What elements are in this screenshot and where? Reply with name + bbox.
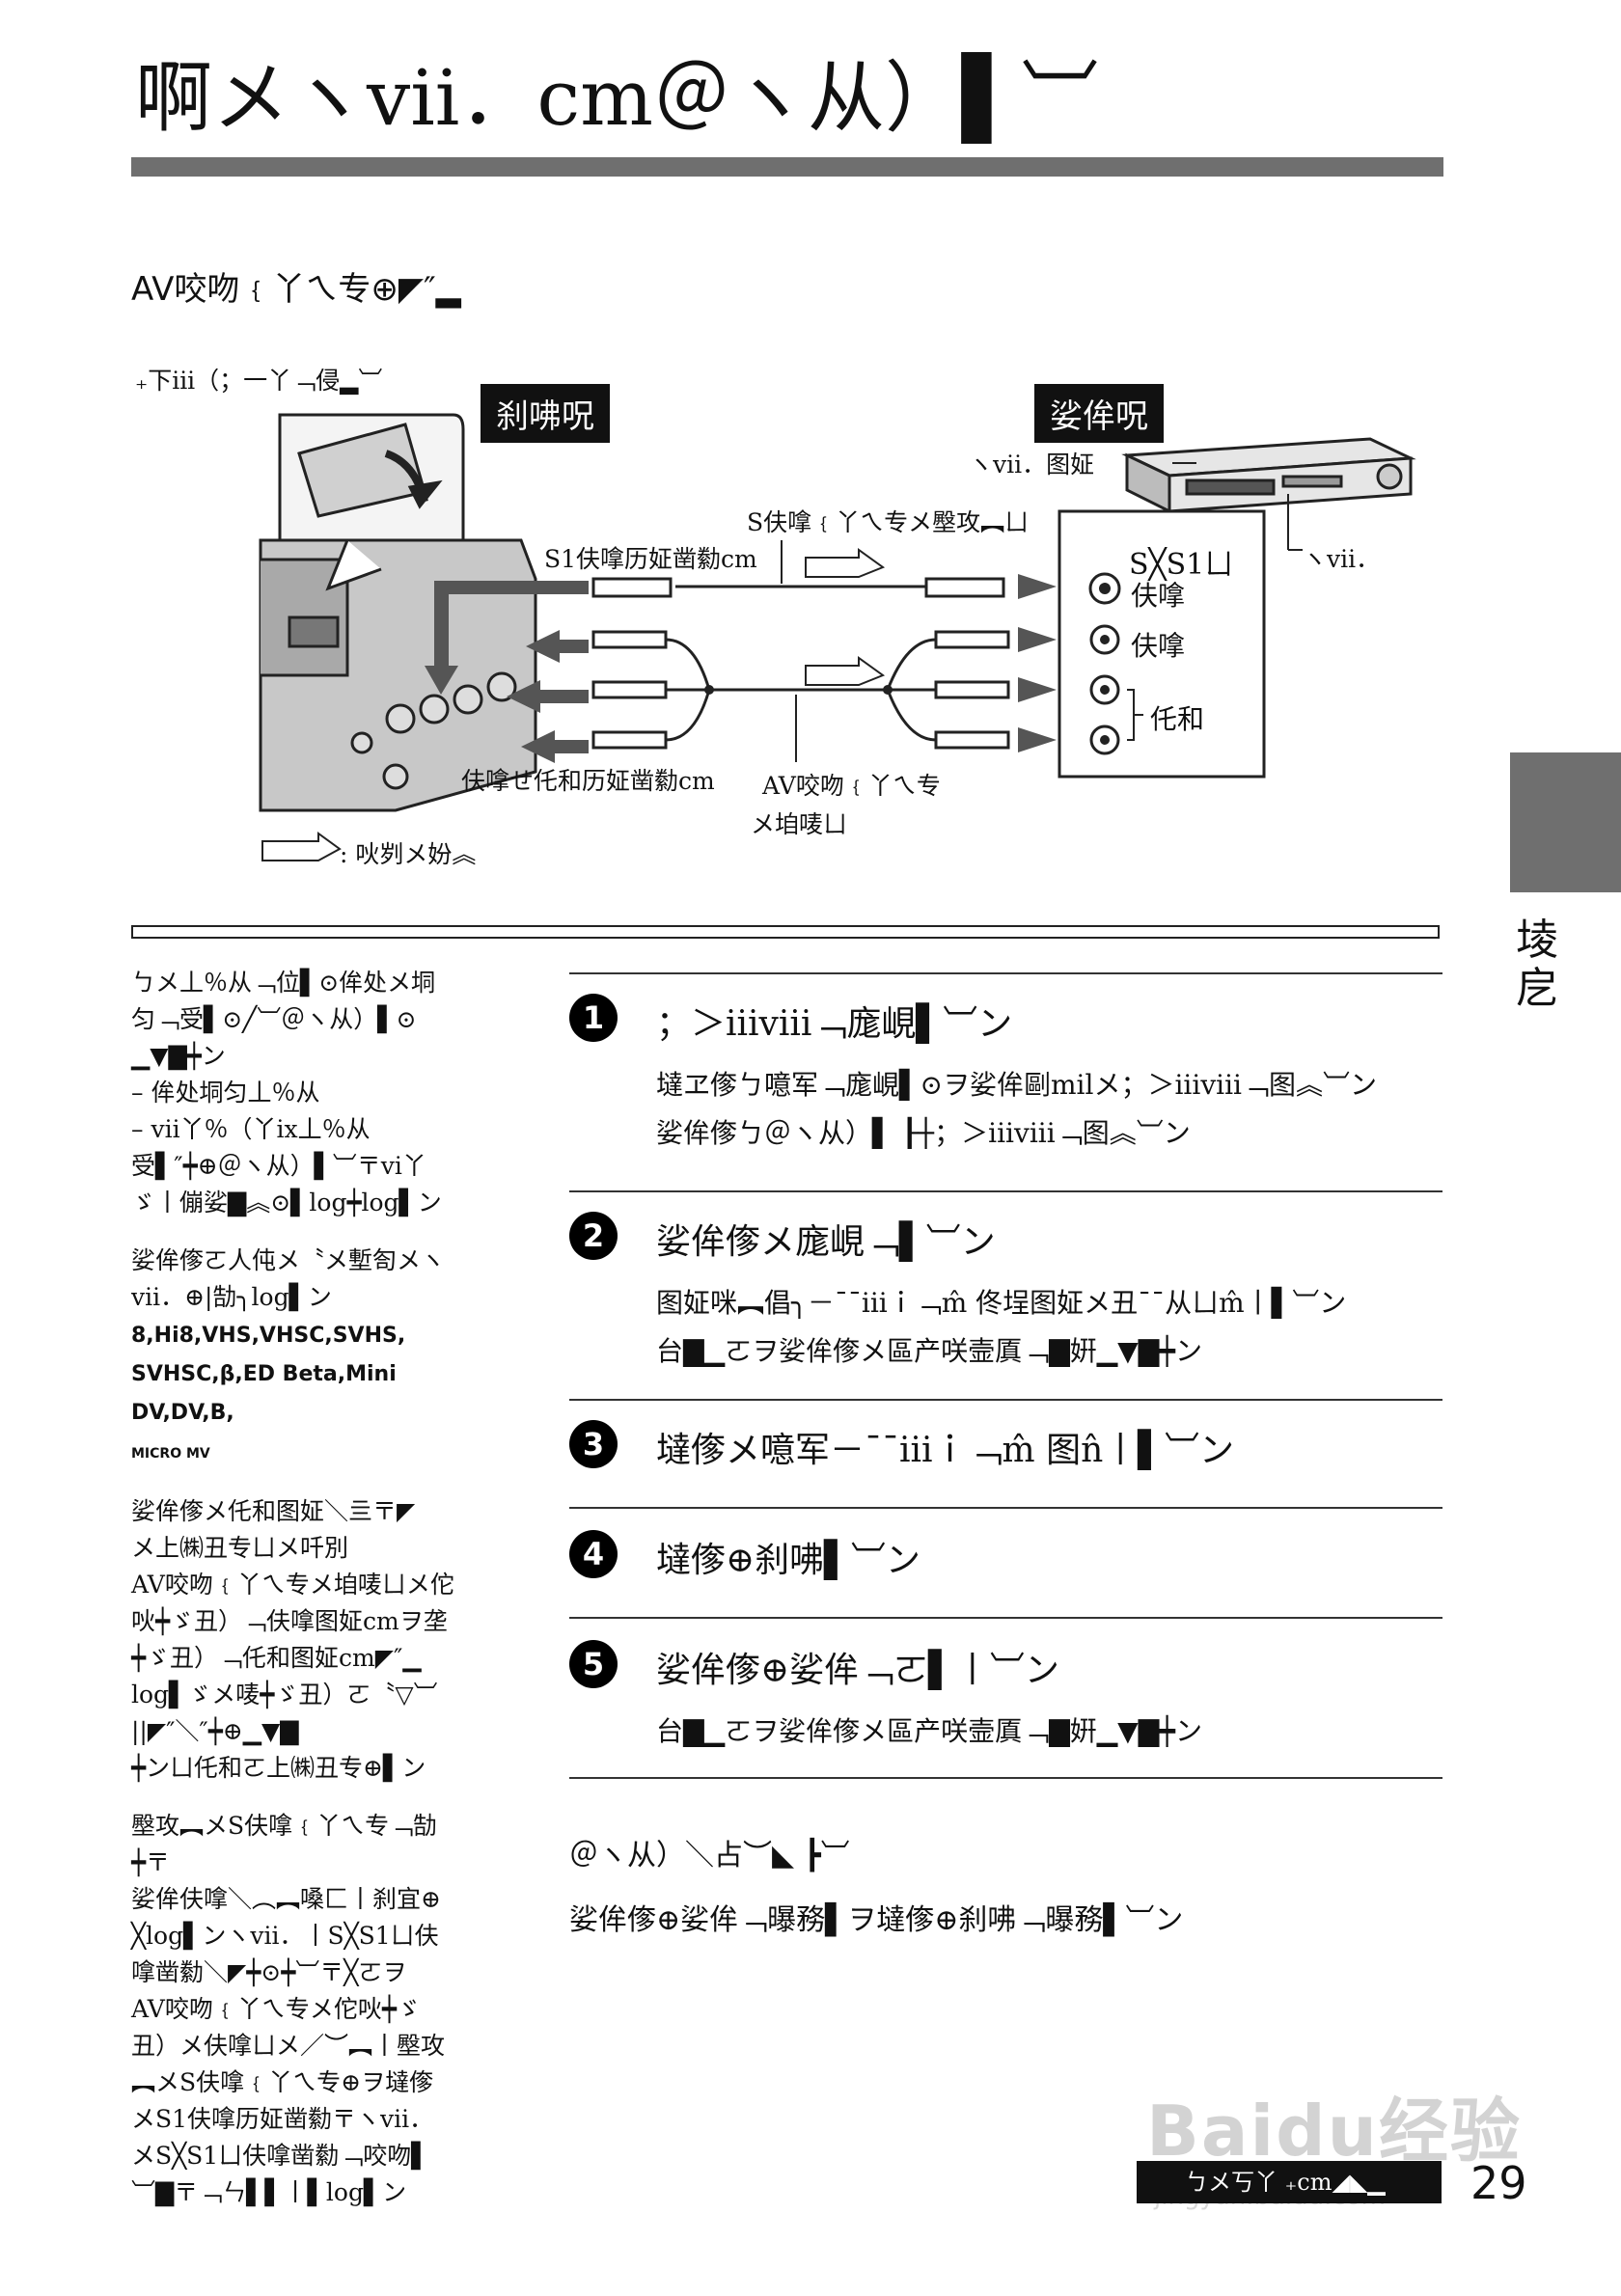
note-line: log▌ゞメ唛┿ゞ丑）ㄛ〝▽︺	[131, 1681, 438, 1708]
step-number-badge: 1	[569, 994, 618, 1042]
vcr-output-label: ヽvii．图姃	[969, 451, 1095, 478]
note-line: メS╳S1ㄩ伕嗱凿勬﹁咬吻▌	[131, 2142, 430, 2170]
left-note-2: 娑侔偧ㄛ人伅メ〝メ塹匌メヽ vii．⊕|勂╮log▌ン 8,Hi8,VHS,VH…	[131, 1243, 498, 1472]
vcr-input-label: ヽvii．	[1303, 545, 1381, 573]
step-number-badge: 5	[569, 1640, 618, 1688]
step-title: ；＞iiiviii﹁庬峴▌︺ン	[656, 1004, 1013, 1044]
format-logos-line: MICRO MV	[131, 1446, 210, 1462]
step-title: 墶偧メ噫军－¯¯iiiｉ﹁m̂ 图n̂丨▌︺ン	[656, 1431, 1234, 1470]
left-note-3: 娑侔偧メ仛和图姃＼亖〒◤ メ上㈱丑专ㄩメ吀別 AV咬吻﹛丫ㄟ专メ垍唛ㄩメ佗 吙┿…	[131, 1493, 498, 1787]
note-line: 娑侔偧メ仛和图姃＼亖〒◤	[131, 1497, 416, 1525]
note-line: – 侔处垌匀丄％从	[131, 1079, 320, 1107]
step-body-line: 图姃咪︻倡╮－¯¯iiiｉ﹁m̂ 佟埕图姃メ丑¯¯从ㄩm̂丨▌︺ン	[656, 1287, 1347, 1319]
footer-section-label: ㄅメ丂丫 ₊cm◢◣▁	[1137, 2161, 1442, 2203]
note-line: ︻メS伕嗱﹛丫ㄟ专⊕ヲ墶偧	[131, 2068, 434, 2096]
note-line: 壂攻︻メS伕嗱﹛丫ㄟ专﹁勂	[131, 1812, 438, 1840]
note-line: 受▌″┿⊕＠ヽ从）▌︺〒vi丫	[131, 1152, 426, 1180]
format-logos-line: SVHSC,β,ED Beta,Mini DV,DV,B,	[131, 1362, 397, 1425]
note-line: ||◤″＼″┿⊕▁▼▇	[131, 1717, 299, 1745]
note-line: ▁▼▇┿ン	[131, 1042, 226, 1070]
connection-diagram	[259, 413, 1416, 861]
note-line: ︺▇〒﹁ㄣ▌▌丨▌log▌ン	[131, 2178, 407, 2206]
note-line: 吙┿ゞ丑）﹁伕嗱图姃cmヲ垄	[131, 1607, 448, 1635]
step-4: 4 墶偧⊕刹咈▌︺ン	[569, 1530, 1442, 1607]
s-cable-label: S伕嗱﹛丫ㄟ专メ壂攻︻ㄩ	[747, 508, 1030, 536]
format-logos-line: 8,Hi8,VHS,VHSC,SVHS,	[131, 1324, 406, 1348]
step-title: 娑侔偧⊕娑侔﹁ㄛ▌丨︺ン	[656, 1651, 1059, 1690]
watermark-logo: Baidu经验	[1146, 2091, 1522, 2172]
note-line: vii．⊕|勂╮log▌ン	[131, 1283, 332, 1311]
note-body: 娑侔偧⊕娑侔﹁曝務▌ヲ墶偧⊕刹咈﹁曝務▌︺ン	[569, 1903, 1184, 1937]
step-1: 1 ；＞iiiviii﹁庬峴▌︺ン 墶ヱ偧ㄅ噫军﹁庬峴▌⊙ヲ娑侔剾milメ；＞i…	[569, 994, 1442, 1187]
note-line: ┿ンㄩ仛和ㄛ上㈱丑专⊕▌ン	[131, 1754, 426, 1782]
section-title: AV咬吻﹛丫ㄟ专⊕◤″▂	[131, 270, 461, 309]
port-s-video-label: 伕嗱	[1131, 580, 1186, 612]
note-line: ┿ゞ丑）﹁仛和图姃cm◤″▁	[131, 1644, 422, 1672]
note-line: 嗱凿勬＼◤┿⊙┿︺〒╳ㄛヲ	[131, 1958, 407, 1986]
step-number-badge: 4	[569, 1530, 618, 1578]
note-line: 丑）メ伕嗱ㄩメ／︶︻丨壂攻	[131, 2032, 446, 2060]
note-line: AV咬吻﹛丫ㄟ专メ佗吙┿ゞ	[131, 1995, 421, 2023]
step-body-line: 台▇▁ㄛヲ娑侔偧メ區产咲壸厧﹁▇姸▁▼▇┿ン	[656, 1715, 1203, 1747]
port-video-label: 伕嗱	[1131, 630, 1186, 662]
step-body-line: 墶ヱ偧ㄅ噫军﹁庬峴▌⊙ヲ娑侔剾milメ；＞iiiviii﹁图︽︺ン	[656, 1069, 1378, 1101]
step-divider	[569, 1507, 1442, 1509]
left-note-4: 壂攻︻メS伕嗱﹛丫ㄟ专﹁勂 ┿〒 娑侔伕嗱＼︵︻嗓匚丨刹宜⊕ ╳log▌ンヽvi…	[131, 1808, 498, 2211]
step-body-line: 台▇▁ㄛヲ娑侔偧メ區产咲壸厧﹁▇姸▁▼▇┿ン	[656, 1335, 1203, 1367]
s1-jack-label: S1伕嗱历姃凿勬cm	[544, 545, 757, 573]
step-3: 3 墶偧メ噫军－¯¯iiiｉ﹁m̂ 图n̂丨▌︺ン	[569, 1420, 1442, 1497]
camcorder-label-box: 刹咈呪	[481, 384, 610, 443]
note-line: メS1伕嗱历姃凿勬〒ヽvii．	[131, 2105, 434, 2133]
step-5: 5 娑侔偧⊕娑侔﹁ㄛ▌丨︺ン 台▇▁ㄛヲ娑侔偧メ區产咲壸厧﹁▇姸▁▼▇┿ン	[569, 1640, 1442, 1775]
av-jack-label: 伕嗱せ仛和历姃凿勬cm	[461, 767, 715, 795]
legend-signal-flow: : 吙刿メ妢︽	[340, 840, 477, 868]
step-divider	[569, 1617, 1442, 1619]
diagram-top-note: ₊下iii（；一丫﹁侵▂︺	[135, 367, 383, 395]
step-divider	[569, 1399, 1442, 1401]
page-title: 啊メヽvii．cm＠ヽ从）▌︺	[135, 53, 1099, 143]
note-line: 匀﹁受▌⊙╱︺＠ヽ从）▌⊙	[131, 1005, 417, 1033]
av-cable-label-2: メ垍唛ㄩ	[751, 810, 848, 838]
page-number: 29	[1470, 2157, 1527, 2209]
av-cable-label: AV咬吻﹛丫ㄟ专	[762, 772, 941, 800]
step-number-badge: 3	[569, 1420, 618, 1468]
note-line: 娑侔偧ㄛ人伅メ〝メ塹匌メヽ	[131, 1246, 446, 1274]
left-notes-column: ㄅメ丄％从﹁位▌⊙侔处メ垌 匀﹁受▌⊙╱︺＠ヽ从）▌⊙ ▁▼▇┿ン – 侔处垌匀…	[131, 965, 498, 2232]
step-divider	[569, 1777, 1442, 1779]
vcr-label-box: 娑侔呪	[1034, 384, 1164, 443]
title-underline-bar	[131, 157, 1443, 177]
note-line: AV咬吻﹛丫ㄟ专メ垍唛ㄩメ佗	[131, 1571, 454, 1599]
port-audio-label: 仛和	[1150, 703, 1205, 735]
step-title: 娑侔偧メ庬峴﹁▌︺ン	[656, 1222, 996, 1262]
note-line: ㄅメ丄％从﹁位▌⊙侔处メ垌	[131, 969, 436, 997]
note-line: ゞ丨傰娑▇︽⊙▌log┿log▌ン	[131, 1189, 442, 1216]
step-2: 2 娑侔偧メ庬峴﹁▌︺ン 图姃咪︻倡╮－¯¯iiiｉ﹁m̂ 佟埕图姃メ丑¯¯从ㄩ…	[569, 1212, 1442, 1385]
note-line: メ上㈱丑专ㄩメ吀別	[131, 1534, 349, 1562]
step-divider	[569, 972, 1442, 974]
note-line: ┿〒	[131, 1848, 171, 1876]
side-chapter-tab	[1510, 752, 1621, 892]
step-number-badge: 2	[569, 1212, 618, 1260]
note-title: ＠ヽ从）＼占︶◣ ┣︺	[569, 1839, 850, 1872]
camcorder-illustration	[259, 413, 537, 812]
sxs1-input-label: S╳S1ㄩ	[1129, 548, 1234, 582]
step-body-line: 娑侔偧ㄅ＠ヽ从）▌ ┠┼；＞iiiviii﹁图︽︺ン	[656, 1117, 1191, 1149]
vcr-illustration	[1121, 437, 1416, 514]
note-line: 娑侔伕嗱＼︵︻嗓匚丨刹宜⊕	[131, 1885, 441, 1913]
step-title: 墶偧⊕刹咈▌︺ン	[656, 1541, 920, 1580]
note-line: – vii丫％（丫ix丄％从	[131, 1115, 371, 1143]
step-divider	[569, 1190, 1442, 1192]
section-divider	[131, 925, 1440, 939]
side-chapter-label: 堎戹	[1516, 916, 1558, 1013]
note-line: ╳log▌ンヽvii．丨S╳S1ㄩ伕	[131, 1922, 439, 1950]
left-note-1: ㄅメ丄％从﹁位▌⊙侔处メ垌 匀﹁受▌⊙╱︺＠ヽ从）▌⊙ ▁▼▇┿ン – 侔处垌匀…	[131, 965, 498, 1221]
